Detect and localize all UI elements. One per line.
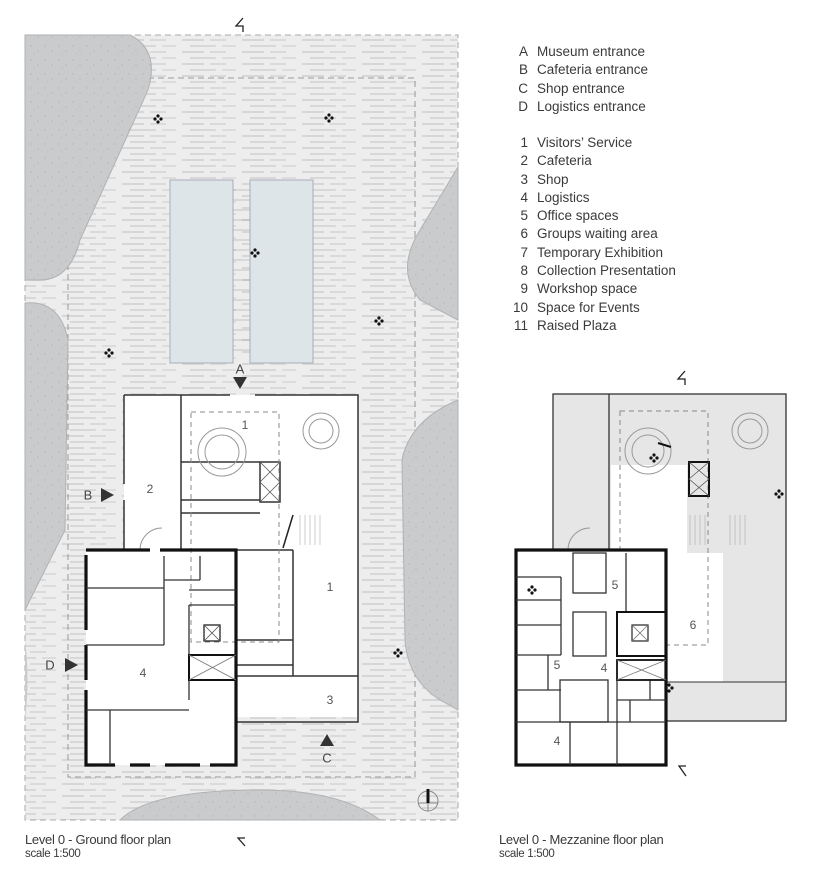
room-label-shop: 3	[326, 693, 334, 707]
entrance-arrows	[65, 377, 334, 746]
entrance-arrow-b	[101, 488, 114, 502]
grass-patches	[24, 34, 459, 821]
mezz-room-label-groups-waiting: 6	[689, 618, 697, 632]
ground-plan-caption: Level 0 - Ground floor plan scale 1:500	[25, 832, 171, 862]
mezzanine-plan-title: Level 0 - Mezzanine floor plan	[499, 832, 664, 847]
room-label-logistics: 4	[139, 666, 147, 680]
section-marks	[234, 17, 687, 847]
mezzanine-plan-scale: scale 1:500	[499, 848, 555, 860]
mezz-room-label-office-1: 5	[611, 578, 619, 592]
ground-plan-scale: scale 1:500	[25, 848, 81, 860]
room-label-cafeteria: 2	[146, 482, 154, 496]
mezz-room-label-logistics-1: 4	[600, 661, 608, 675]
room-label-visitors-service: 1	[241, 418, 249, 432]
entrance-arrow-c	[320, 734, 334, 746]
north-arrow-icon	[417, 789, 439, 812]
entrance-arrow-d	[65, 658, 78, 672]
mezzanine-building	[514, 393, 787, 767]
ground-floor-building	[84, 394, 359, 767]
entrance-label-b: B	[83, 487, 93, 503]
entrance-label-d: D	[45, 657, 55, 673]
ground-plan-title: Level 0 - Ground floor plan	[25, 832, 171, 847]
mezz-room-label-logistics-2: 4	[553, 734, 561, 748]
entrance-label-c: C	[322, 750, 332, 766]
entrance-label-a: A	[235, 361, 245, 377]
entrance-arrow-a	[233, 377, 247, 389]
mezz-room-label-office-2: 5	[553, 658, 561, 672]
reflecting-pools	[169, 179, 314, 364]
mezzanine-plan-caption: Level 0 - Mezzanine floor plan scale 1:5…	[499, 832, 664, 862]
room-label-visitors-service-2: 1	[326, 580, 334, 594]
